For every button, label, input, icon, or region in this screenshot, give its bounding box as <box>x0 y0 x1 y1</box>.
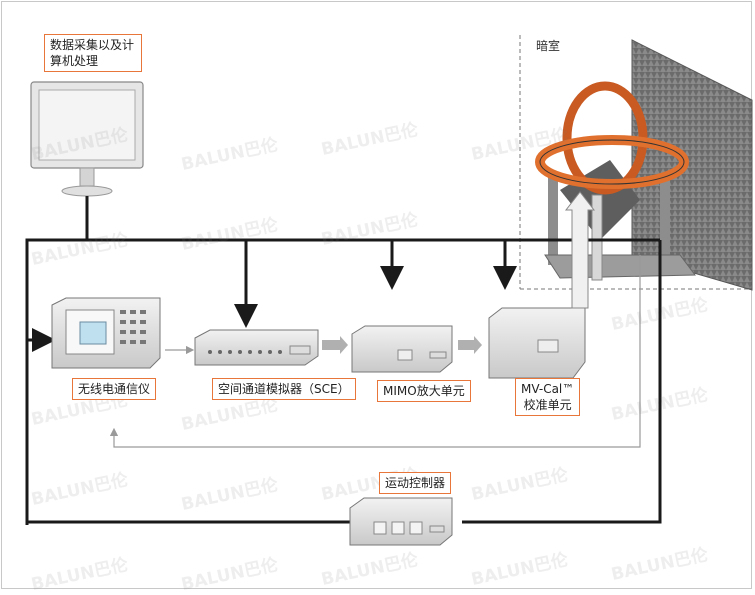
darkroom-label: 暗室 <box>536 39 561 53</box>
radio-tester-label: 无线电通信仪 <box>72 378 157 400</box>
computer-label: 数据采集以及计算机处理 <box>44 34 142 72</box>
mvcal-label-line1: MV-Cal™ <box>521 382 575 396</box>
mvcal-label: MV-Cal™ 校准单元 <box>515 378 581 416</box>
triple-arrow-1 <box>322 336 348 354</box>
darkroom-boundary <box>519 35 752 290</box>
radio-tester-device <box>51 297 161 369</box>
mvcal-label-line2: 校准单元 <box>523 398 572 412</box>
mimo-amp-label: MIMO放大单元 <box>377 380 471 402</box>
motion-controller-label: 运动控制器 <box>379 472 452 494</box>
control-bus <box>25 196 662 525</box>
sce-device <box>194 329 319 366</box>
mimo-amp-device <box>351 325 453 373</box>
motion-controller-device <box>349 497 453 546</box>
feedback-line <box>109 255 641 448</box>
sce-label: 空间通道模拟器（SCE） <box>212 378 356 400</box>
chamber-feed-arrow <box>564 191 596 309</box>
mvcal-device <box>488 307 586 379</box>
computer-monitor <box>30 81 144 197</box>
triple-arrow-2 <box>458 336 482 354</box>
absorber-wall <box>631 39 753 291</box>
chamber-ring-system <box>535 81 696 281</box>
